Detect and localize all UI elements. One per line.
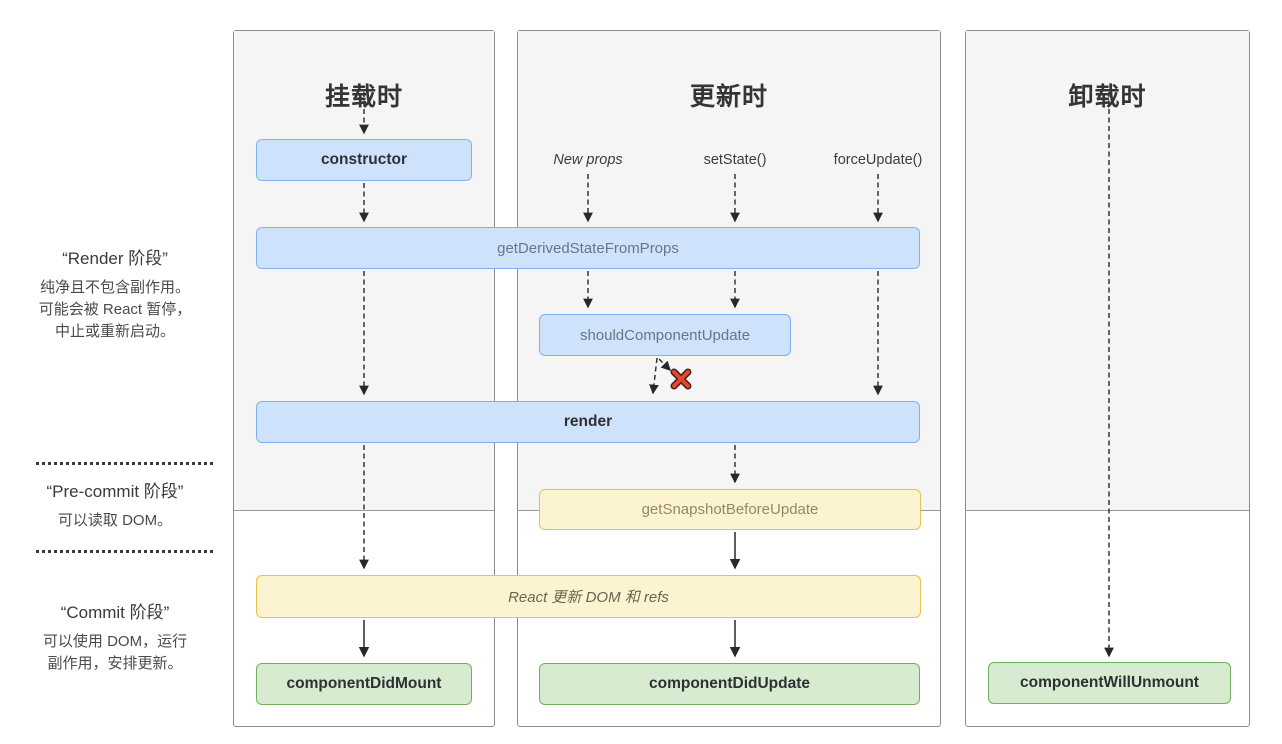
abort-x-icon [668,366,694,392]
get-derived-state-from-props-box[interactable]: getDerivedStateFromProps [256,227,920,269]
updating-title: 更新时 [689,83,768,111]
commit-phase-line: 副作用，安排更新。 [47,655,183,672]
force-update-label: forceUpdate() [833,152,923,168]
unmounting-title: 卸载时 [1068,83,1147,111]
component-did-update-box[interactable]: componentDidUpdate [539,663,920,705]
precommit-phase-line: 可以读取 DOM。 [57,512,173,529]
set-state-label: setState() [703,152,767,168]
commit-phase-note: “Commit 阶段” 可以使用 DOM，运行 副作用，安排更新。 [8,598,222,675]
commit-phase-title: “Commit 阶段” [60,603,170,622]
render-phase-line: 可能会被 React 暂停， [38,301,192,318]
component-will-unmount-box[interactable]: componentWillUnmount [988,662,1231,704]
phase-separator [36,462,213,465]
precommit-phase-note: “Pre-commit 阶段” 可以读取 DOM。 [8,477,222,532]
component-did-mount-box[interactable]: componentDidMount [256,663,472,705]
commit-phase-line: 可以使用 DOM，运行 [42,633,188,650]
render-phase-line: 中止或重新启动。 [54,323,175,340]
phase-separator [36,550,213,553]
unmounting-panel: 卸载时 [965,30,1250,727]
render-phase-note: “Render 阶段” 纯净且不包含副作用。 可能会被 React 暂停， 中止… [8,244,222,343]
render-box[interactable]: render [256,401,920,443]
render-phase-title: “Render 阶段” [62,249,168,268]
new-props-label: New props [553,152,623,168]
get-snapshot-before-update-box[interactable]: getSnapshotBeforeUpdate [539,489,921,530]
constructor-box[interactable]: constructor [256,139,472,181]
react-updates-dom-box: React 更新 DOM 和 refs [256,575,921,618]
render-phase-line: 纯净且不包含副作用。 [39,279,190,296]
should-component-update-box[interactable]: shouldComponentUpdate [539,314,791,356]
render-phase-shade [966,31,1249,511]
precommit-phase-title: “Pre-commit 阶段” [46,482,184,501]
